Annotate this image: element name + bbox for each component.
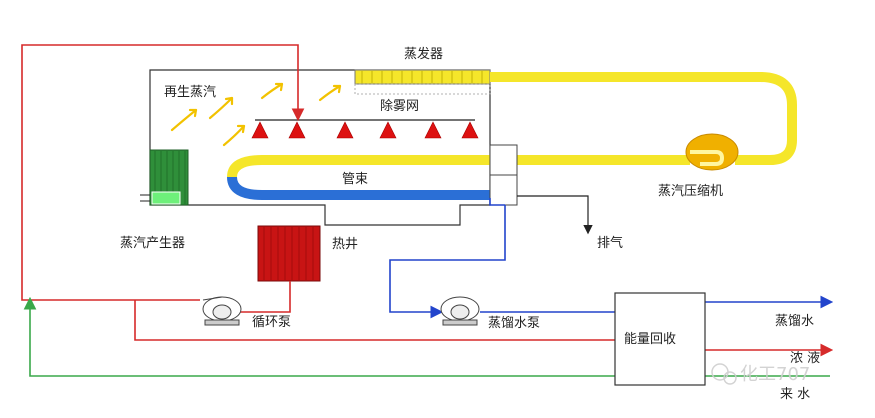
hot-well (257, 225, 321, 282)
spray-nozzles (251, 121, 479, 139)
blue-distillate-line (389, 205, 506, 319)
label-out-distillate: 蒸馏水 (775, 314, 814, 329)
demister (354, 83, 491, 95)
watermark-text: 化工707 (740, 364, 810, 385)
label-vent: 排气 (597, 235, 623, 251)
red-feed-line (134, 300, 615, 341)
label-compressor: 蒸汽压缩机 (658, 183, 723, 199)
label-energy-recovery: 能量回收 (624, 332, 676, 347)
evaporator-hatch (361, 71, 483, 83)
label-demister: 除雾网 (380, 99, 419, 114)
vent-line (517, 195, 593, 235)
label-hot-well: 热井 (332, 237, 358, 252)
energy-recovery-box (614, 292, 706, 386)
steam-generator-core (151, 191, 181, 205)
label-evaporator: 蒸发器 (404, 46, 443, 62)
label-out-concentrate: 浓 液 (790, 351, 820, 366)
label-circulation-pump: 循环泵 (252, 315, 291, 330)
steam-flow-arrows (170, 82, 342, 147)
label-tube-bundle: 管束 (342, 172, 368, 187)
label-distillate-pump: 蒸馏水泵 (488, 316, 540, 331)
tube-bundle-upper (227, 155, 505, 178)
evaporator-top-box (354, 69, 491, 85)
distillate-pump (440, 296, 480, 326)
evaporator-vessel (149, 69, 491, 226)
label-regenerated-steam: 再生蒸汽 (164, 85, 216, 100)
green-feed-in (23, 296, 830, 377)
red-recirculation-line (21, 44, 305, 301)
wechat-icon (711, 363, 729, 381)
watermark: 化工707 (711, 363, 810, 385)
tube-bundle-lower (227, 176, 490, 200)
label-steam-generator: 蒸汽产生器 (120, 236, 185, 251)
circulation-pump (202, 296, 242, 326)
red-hotwell-outlet (240, 281, 291, 313)
label-in-feed: 来 水 (780, 387, 810, 402)
steam-loop (490, 72, 797, 165)
